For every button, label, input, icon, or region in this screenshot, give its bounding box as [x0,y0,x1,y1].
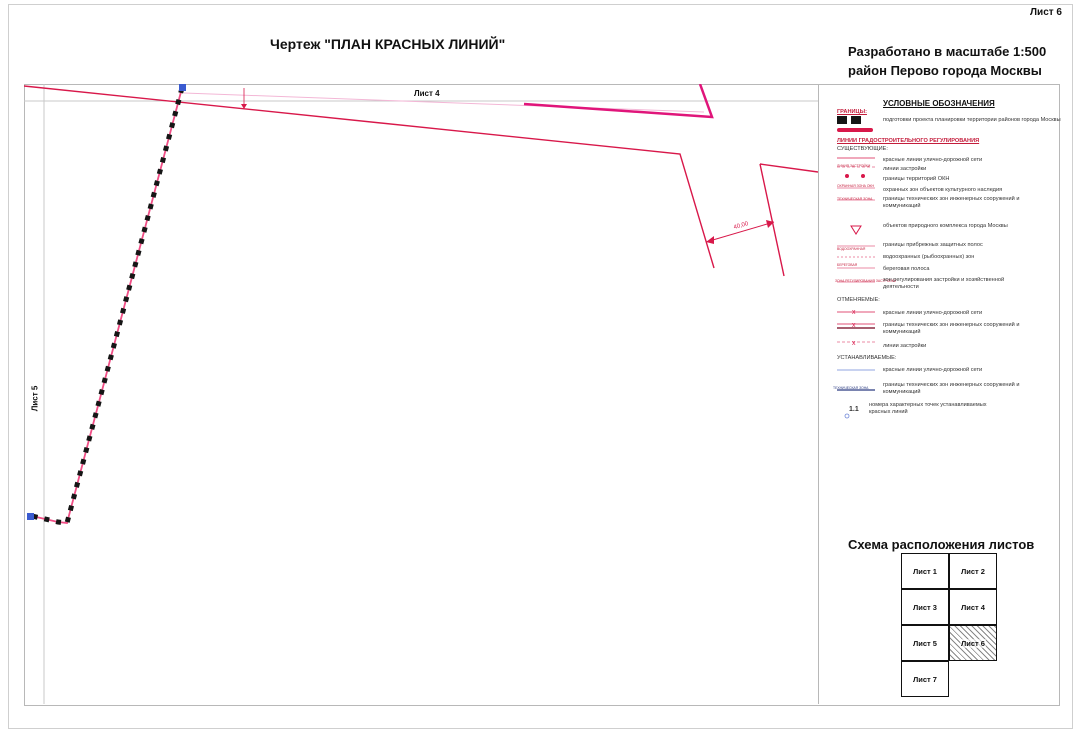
boundary-red-base [31,87,183,524]
scheme-title: Схема расположения листов [848,537,1035,552]
map-area[interactable]: 40,00 Лист 4 Лист 5 [24,84,818,704]
svg-text:x: x [852,322,856,329]
pink-red-line [523,84,714,119]
scheme-sheet-6-current[interactable]: Лист 6 [949,625,997,661]
legend-existing-6: границы прибрежных защитных полос [883,242,983,248]
legend-panel: УСЛОВНЫЕ ОБОЗНАЧЕНИЯ ГРАНИЦЫ: подготовки… [818,84,1061,704]
legend-existing-8: береговая полоса [883,266,930,272]
project-boundary [31,87,185,526]
legend-title: УСЛОВНЫЕ ОБОЗНАЧЕНИЯ [883,99,995,108]
legend-existing-0: красные линии улично-дорожной сети [883,157,983,163]
swatch-label-tech-zone-new: ТЕХНИЧЕСКАЯ ЗОНА [833,386,869,390]
scale-note: Разработано в масштабе 1:500 район Перов… [848,42,1046,80]
adjacent-sheet-left[interactable]: Лист 5 [30,385,40,412]
legend-cancelled-0: красные линии улично-дорожной сети [883,310,983,316]
dimension-label: 40,00 [733,221,750,231]
scheme-sheet-7[interactable]: Лист 7 [901,661,949,697]
legend-established-1: границы технических зон инженерных соору… [883,382,1020,395]
swatch-label-tech-zone: ТЕХНИЧЕСКАЯ ЗОНА [837,197,873,201]
swatch-label-building-line: ЛИНИЯ ЗАСТРОЙКИ [837,164,871,168]
legend-existing-4: границы технических зон инженерных соору… [883,196,1020,209]
scheme-sheet-1[interactable]: Лист 1 [901,553,949,589]
legend-boundaries-header: ГРАНИЦЫ: [837,109,867,115]
sheet-scheme: Лист 1 Лист 2 Лист 3 Лист 4 Лист 5 Лист … [901,553,997,697]
boundary-endpoint-top [179,84,186,91]
red-line-east-edge [759,163,785,277]
boundary-endpoint-left [27,513,34,520]
dimension-line [705,221,775,243]
svg-text:x: x [852,309,856,316]
scheme-sheet-3[interactable]: Лист 3 [901,589,949,625]
drawing-sheet [8,4,1073,729]
swatch-label-water-zone: ВОДООХРАННАЯ [837,247,866,251]
dimension-arrow-right [766,220,774,228]
swatch-label-regulation-zone: ЗОНА РЕГУЛИРОВАНИЯ ЗАСТРОЙКИ [835,279,897,283]
swatch-label-okn-zone: ОХРАННАЯ ЗОНА ОКН [837,184,874,188]
legend-existing-7: водоохранных (рыбоохранных) зон [883,254,975,260]
scheme-sheet-5[interactable]: Лист 5 [901,625,949,661]
pink-aux-line [183,92,705,113]
district-line: район Перово города Москвы [848,63,1042,78]
legend-existing-header: СУЩЕСТВУЮЩИЕ: [837,146,888,152]
tick-arrow [241,104,247,109]
legend-existing-swatches [837,157,875,283]
dimension-arrow-left [706,236,714,244]
legend-established-2: номера характерных точек устанавливаемых… [869,402,987,415]
legend-boundary-item: подготовки проекта планировки территории… [883,117,1061,123]
map-canvas: 40,00 [24,84,818,704]
red-line-east [759,163,818,173]
legend-point-number: 1.1 [849,406,859,413]
legend-regulation-header: ЛИНИИ ГРАДОСТРОИТЕЛЬНОГО РЕГУЛИРОВАНИЯ [837,138,980,144]
legend-existing-9: зон регулирования застройки и хозяйствен… [883,277,1005,290]
legend-cancelled-2: линии застройки [883,343,927,349]
scheme-sheet-2[interactable]: Лист 2 [949,553,997,589]
legend-existing-2: границы территорий ОКН [883,176,950,182]
adjacent-sheet-top[interactable]: Лист 4 [414,89,440,98]
swatch-label-shore: БЕРЕГОВАЯ [837,263,858,267]
legend-boundary-swatch [837,116,873,132]
legend-cancelled-swatches: x x x [837,309,875,347]
legend-cancelled-header: ОТМЕНЯЕМЫЕ: [837,297,880,303]
sheet-number: Лист 6 [1030,7,1062,18]
drawing-title: Чертеж "ПЛАН КРАСНЫХ ЛИНИЙ" [270,36,506,52]
legend-existing-3: охранных зон объектов культурного наслед… [883,187,1003,193]
scheme-sheet-4[interactable]: Лист 4 [949,589,997,625]
map-frame [24,84,1060,706]
legend-existing-5: объектов природного комплекса города Мос… [883,223,1008,229]
legend-established-swatches [837,369,875,419]
svg-text:x: x [852,340,856,347]
red-line-main [24,85,715,269]
scale-line: Разработано в масштабе 1:500 [848,44,1047,59]
legend-existing-1: линии застройки [883,166,927,172]
legend-cancelled-1: границы технических зон инженерных соору… [883,322,1020,335]
legend-established-0: красные линии улично-дорожной сети [883,367,983,373]
legend-established-header: УСТАНАВЛИВАЕМЫЕ: [837,355,897,361]
